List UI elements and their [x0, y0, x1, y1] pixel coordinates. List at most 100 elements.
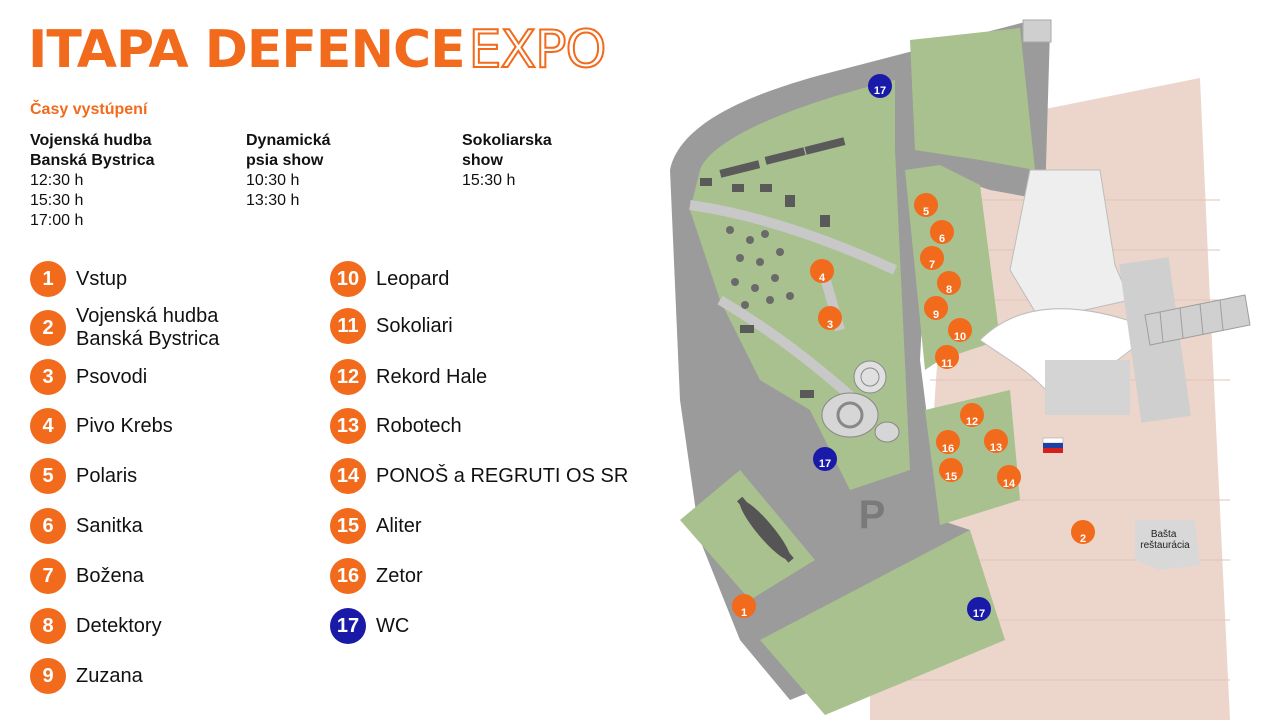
- legend-item-military-music: 2 Vojenská hudba Banská Bystrica: [30, 305, 219, 351]
- grass-south-west: [680, 470, 815, 600]
- legend-badge: 14: [330, 458, 366, 494]
- legend-item-zetor: 16 Zetor: [330, 556, 423, 596]
- marker-17-center[interactable]: 17: [813, 447, 837, 471]
- legend-badge: 15: [330, 508, 366, 544]
- hall-annex: [1045, 360, 1130, 415]
- marker-3[interactable]: 3: [818, 306, 842, 331]
- marker-6[interactable]: 6: [930, 220, 954, 245]
- marker-15[interactable]: 15: [939, 458, 963, 483]
- marker-2[interactable]: 2: [1071, 520, 1095, 545]
- marker-12[interactable]: 12: [960, 403, 984, 428]
- legend-label: Vojenská hudba Banská Bystrica: [76, 305, 220, 350]
- marker-14-label: 14: [1003, 478, 1016, 490]
- marker-8[interactable]: 8: [937, 271, 961, 296]
- schedule-event-name: Vojenská hudba Banská Bystrica: [30, 132, 155, 169]
- schedule-event-name: Dynamická psia show: [246, 132, 331, 169]
- schedule-column-dog-show: Dynamická psia show 10:30 h 13:30 h: [246, 131, 446, 211]
- legend-label: Leopard: [376, 267, 450, 290]
- marker-1-label: 1: [741, 607, 747, 619]
- map-markers: 1 2 3 4 5 6 7 8 9 10 11 12 13 14 15 16 1…: [732, 74, 1095, 621]
- legend-item-polaris: 5 Polaris: [30, 456, 137, 496]
- legend-item-aliter: 15 Aliter: [330, 506, 422, 546]
- schedule-time: 15:30 h: [462, 172, 516, 189]
- hall-roof: [979, 308, 1156, 396]
- restaurant-label-line2: reštaurácia: [1140, 540, 1190, 551]
- grass-main: [690, 80, 910, 490]
- marker-4-label: 4: [819, 272, 826, 284]
- restaurant-label: Bašta reštaurácia: [1140, 529, 1190, 551]
- marker-11-label: 11: [941, 358, 953, 370]
- legend-badge: 1: [30, 261, 66, 297]
- grass-south: [760, 530, 1005, 715]
- schedule-column-music: Vojenská hudba Banská Bystrica 12:30 h 1…: [30, 131, 230, 231]
- legend-label: Božena: [76, 564, 144, 587]
- marker-4[interactable]: 4: [810, 259, 834, 284]
- schedule-time: 13:30 h: [246, 192, 300, 209]
- aircraft-display: [726, 226, 794, 309]
- marker-9[interactable]: 9: [924, 296, 948, 321]
- marker-17-south[interactable]: 17: [967, 597, 991, 621]
- page-title: ITAPA DEFENCEEXPO: [28, 18, 608, 82]
- marker-1[interactable]: 1: [732, 594, 756, 619]
- restaurant-building: [1135, 520, 1200, 570]
- marker-17-north[interactable]: 17: [868, 74, 892, 98]
- marker-13[interactable]: 13: [984, 429, 1008, 454]
- legend-label: Robotech: [376, 414, 462, 437]
- legend-item-robotech: 13 Robotech: [330, 406, 462, 446]
- marker-17-south-label: 17: [973, 608, 985, 620]
- marker-8-label: 8: [946, 284, 952, 296]
- marker-10-label: 10: [954, 331, 966, 343]
- marker-13-label: 13: [990, 442, 1002, 454]
- legend-item-bozena: 7 Božena: [30, 556, 144, 596]
- legend-item-rekord-hale: 12 Rekord Hale: [330, 357, 487, 397]
- schedule-time: 12:30 h: [30, 172, 84, 189]
- title-outline: EXPO: [468, 19, 608, 81]
- schedule-heading: Časy vystúpení: [30, 101, 148, 118]
- grass-south-east: [925, 390, 1020, 525]
- legend-label: Polaris: [76, 464, 138, 487]
- legend-item-entrance: 1 Vstup: [30, 259, 127, 299]
- legend-badge: 4: [30, 408, 66, 444]
- legend-item-ambulance: 6 Sanitka: [30, 506, 143, 546]
- legend-item-detectors: 8 Detektory: [30, 606, 162, 646]
- title-main: ITAPA DEFENCE: [28, 20, 466, 80]
- grass-north: [910, 28, 1035, 170]
- gate-building: [1022, 19, 1052, 43]
- schedule-time: 10:30 h: [246, 172, 300, 189]
- marker-14[interactable]: 14: [997, 465, 1021, 490]
- legend-badge: 3: [30, 359, 66, 395]
- legend-badge: 12: [330, 359, 366, 395]
- legend-item-wc: 17 WC: [330, 606, 409, 646]
- legend-label: WC: [376, 614, 410, 637]
- legend-label: Sokoliari: [376, 314, 453, 337]
- legend-label: PONOŠ a REGRUTI OS SR: [376, 464, 629, 487]
- legend-badge: 11: [330, 308, 366, 344]
- marker-16[interactable]: 16: [936, 430, 960, 455]
- legend-item-falconers: 11 Sokoliari: [330, 306, 453, 346]
- legend-label: Sanitka: [76, 514, 143, 537]
- marker-11[interactable]: 11: [935, 345, 959, 370]
- legend-badge: 16: [330, 558, 366, 594]
- legend-badge: 2: [30, 310, 66, 346]
- schedule-time: 15:30 h: [30, 192, 84, 209]
- legend-label: Rekord Hale: [376, 365, 488, 388]
- schedule-column-falconry: Sokoliarska show 15:30 h: [462, 131, 662, 191]
- legend-item-leopard: 10 Leopard: [330, 259, 449, 299]
- marker-12-label: 12: [966, 416, 978, 428]
- marker-5-label: 5: [923, 206, 929, 218]
- legend-item-ponos: 14 PONOŠ a REGRUTI OS SR: [330, 456, 628, 496]
- marker-2-label: 2: [1080, 533, 1086, 545]
- marker-16-label: 16: [942, 443, 954, 455]
- marker-17-north-label: 17: [874, 85, 886, 97]
- legend-label: Zuzana: [76, 664, 143, 687]
- marker-5[interactable]: 5: [914, 193, 938, 218]
- footbridge: [1144, 294, 1251, 346]
- marker-7[interactable]: 7: [920, 246, 944, 271]
- marker-9-label: 9: [933, 309, 939, 321]
- airplane-icon: [736, 496, 794, 563]
- legend-badge-wc: 17: [330, 608, 366, 644]
- marker-10[interactable]: 10: [948, 318, 972, 343]
- schedule-time: 17:00 h: [30, 212, 84, 229]
- marker-3-label: 3: [827, 319, 833, 331]
- legend-badge: 6: [30, 508, 66, 544]
